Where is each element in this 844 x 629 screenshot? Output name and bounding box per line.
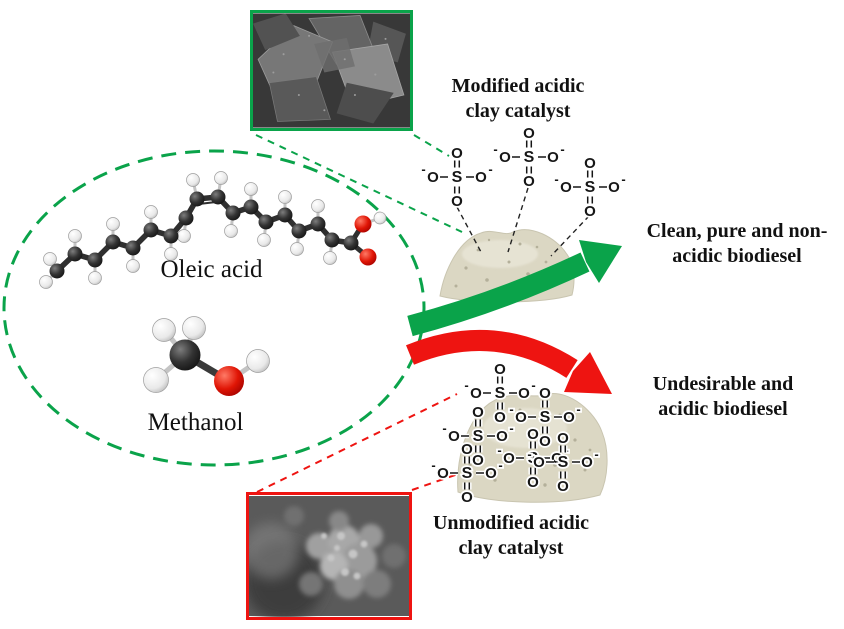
atom-symbol: O [584, 203, 596, 220]
atom-symbol: - [509, 402, 513, 417]
acidic-biodiesel-label-line1: Undesirable and [652, 373, 794, 395]
sulfate-powder-connectors [456, 187, 590, 257]
unmodified-catalyst-label: Unmodified acidic clay catalyst [401, 511, 621, 561]
atom-symbol: O [494, 409, 506, 426]
atom-symbol: - [594, 447, 598, 462]
modified-catalyst-label: Modified acidic clay catalyst [408, 74, 628, 124]
atom-symbol: O [461, 489, 473, 506]
atom-symbol: - [442, 421, 446, 436]
atom-symbol: S [558, 454, 569, 471]
sem-unmodified-image [246, 492, 412, 620]
atom-symbol: O [472, 452, 484, 469]
modified-catalyst-label-line2: clay catalyst [465, 100, 571, 122]
oleic-acid-molecule [39, 171, 387, 289]
green-reaction-arrow [407, 240, 622, 337]
atom-symbol: O [494, 361, 506, 378]
atom-symbol: O [485, 465, 497, 482]
atom-symbol: S [540, 409, 551, 426]
atom-symbol: - [560, 142, 564, 157]
atom-symbol: O [527, 426, 539, 443]
atom-symbol: O [563, 409, 575, 426]
atom-symbol: - [509, 421, 513, 436]
atom-symbol: S [452, 169, 463, 186]
atom-symbol: - [554, 172, 558, 187]
atom-symbol: O [437, 465, 449, 482]
atom-symbol: O [523, 173, 535, 190]
atom-symbol: S [473, 428, 484, 445]
atom-symbol: O [515, 409, 527, 426]
atom-symbol: O [547, 149, 559, 166]
acidic-biodiesel-label: Undesirable and acidic biodiesel [613, 372, 833, 422]
atom-symbol: O [448, 428, 460, 445]
atom-symbol: O [496, 428, 508, 445]
atom-symbol: O [523, 125, 535, 142]
atom-symbol: O [533, 454, 545, 471]
sem-modified-image [250, 10, 413, 131]
atom-symbol: O [557, 430, 569, 447]
unmodified-sem-connectors [256, 393, 554, 493]
atom-symbol: O [451, 193, 463, 210]
atom-symbol: O [475, 169, 487, 186]
sem-modified-texture [253, 13, 410, 128]
atom-symbol: O [539, 385, 551, 402]
atom-symbol: - [421, 162, 425, 177]
acidic-biodiesel-label-line2: acidic biodiesel [658, 398, 788, 420]
atom-symbol: O [499, 149, 511, 166]
atom-symbol: - [497, 443, 501, 458]
atom-symbol: S [528, 450, 539, 467]
oleic-acid-label: Oleic acid [160, 256, 263, 283]
sem-unmodified-texture [249, 496, 409, 617]
atom-symbol: - [498, 458, 502, 473]
atom-symbol: O [461, 441, 473, 458]
methanol-molecule [143, 316, 270, 396]
atom-symbol: O [581, 454, 593, 471]
atom-symbol: O [539, 433, 551, 450]
red-reaction-arrow [406, 329, 612, 394]
atom-symbol: O [427, 169, 439, 186]
atom-symbol: - [621, 172, 625, 187]
atom-symbol: S [495, 385, 506, 402]
modified-catalyst-label-line1: Modified acidic [451, 75, 585, 97]
atom-symbol: - [576, 402, 580, 417]
atom-symbol: O [527, 474, 539, 491]
atom-symbol: O [608, 179, 620, 196]
unmodified-catalyst-label-line2: clay catalyst [458, 537, 564, 559]
clean-biodiesel-label-line1: Clean, pure and non- [646, 220, 828, 242]
atom-symbol: - [531, 378, 535, 393]
atom-symbol: O [584, 155, 596, 172]
atom-symbol: - [493, 142, 497, 157]
atom-symbol: S [585, 179, 596, 196]
atom-symbol: - [488, 162, 492, 177]
atom-symbol: O [472, 404, 484, 421]
unmodified-catalyst-label-line1: Unmodified acidic [432, 512, 590, 534]
atom-symbol: S [524, 149, 535, 166]
atom-symbol: - [464, 378, 468, 393]
atom-symbol: O [518, 385, 530, 402]
atom-symbol: O [557, 478, 569, 495]
atom-symbol: O [451, 145, 463, 162]
atom-symbol: O [503, 450, 515, 467]
atom-symbol: O [560, 179, 572, 196]
atom-symbol: - [431, 458, 435, 473]
atom-symbol: S [462, 465, 473, 482]
methanol-label: Methanol [147, 409, 244, 436]
atom-symbol: O [470, 385, 482, 402]
reactants-dashed-ellipse [2, 149, 426, 467]
clean-biodiesel-label: Clean, pure and non- acidic biodiesel [627, 219, 844, 269]
clean-biodiesel-label-line2: acidic biodiesel [672, 245, 802, 267]
modified-sem-connectors [255, 134, 463, 233]
atom-symbol: - [527, 447, 531, 462]
